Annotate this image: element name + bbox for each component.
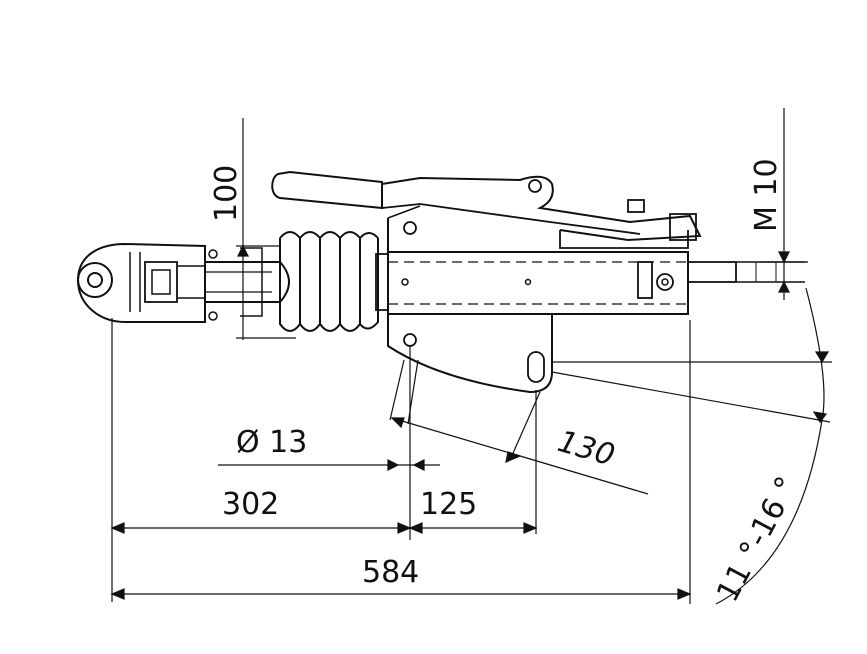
dim-125-label: 125 (420, 487, 477, 522)
dimension-diameter-13 (218, 459, 440, 471)
dim-130-label: 130 (554, 424, 619, 473)
dim-584-label: 584 (362, 555, 419, 590)
coupling-head (76, 242, 218, 323)
dim-m10-label: M 10 (749, 158, 784, 232)
dimension-584 (110, 588, 692, 600)
dim-diameter-label: Ø 13 (236, 425, 307, 460)
extension-lines (111, 318, 691, 604)
dim-angle-label: 11 °-16 ° (710, 471, 805, 608)
handbrake-lever (271, 170, 702, 249)
mounting-flange (387, 205, 553, 394)
dimension-m10 (760, 108, 808, 300)
dimension-130 (390, 417, 649, 495)
draw-shaft (205, 247, 290, 317)
dimension-302-125 (110, 522, 538, 534)
dim-100-label: 100 (209, 165, 244, 222)
dimension-angle (551, 287, 832, 605)
rubber-bellows (279, 231, 389, 332)
housing-tube (387, 251, 805, 315)
dim-302-label: 302 (222, 487, 279, 522)
dimension-100 (236, 118, 296, 340)
